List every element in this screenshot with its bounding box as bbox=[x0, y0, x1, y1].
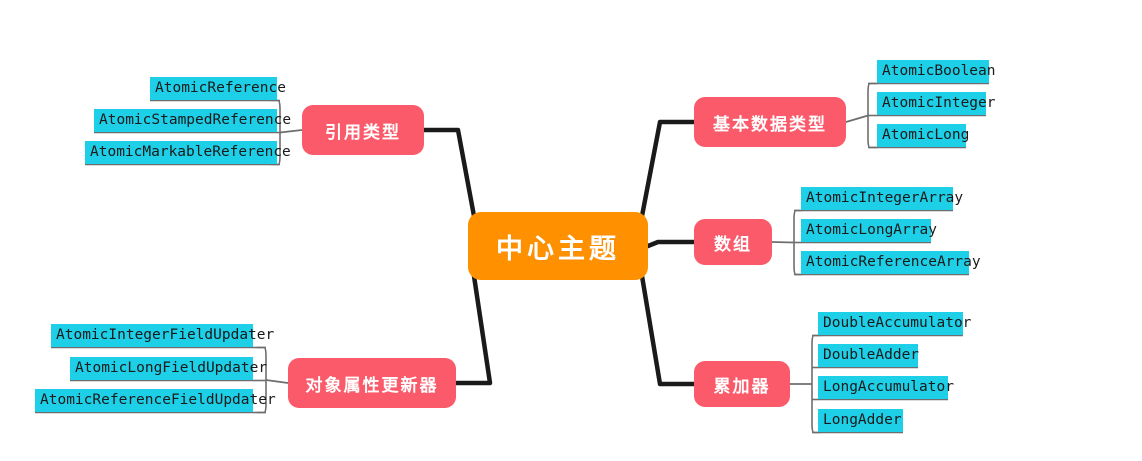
leaf-label: AtomicIntegerFieldUpdater bbox=[56, 327, 275, 343]
leaf-reference-types-1[interactable]: AtomicStampedReference bbox=[94, 109, 291, 132]
leaf-primitive-types-2[interactable]: AtomicLong bbox=[877, 124, 970, 147]
leaf-field-updaters-1[interactable]: AtomicLongFieldUpdater bbox=[70, 357, 267, 380]
leaf-label: DoubleAdder bbox=[823, 347, 920, 363]
branch-to-bracket-primitive-types bbox=[845, 114, 869, 123]
leaf-accumulators-0[interactable]: DoubleAccumulator bbox=[818, 312, 971, 335]
leaf-label: AtomicBoolean bbox=[882, 63, 996, 79]
branch-node-label: 对象属性更新器 bbox=[305, 375, 439, 396]
leaf-bracket-primitive-types bbox=[867, 82, 877, 149]
leaf-accumulators-1[interactable]: DoubleAdder bbox=[818, 344, 920, 367]
central-topic-label: 中心主题 bbox=[496, 233, 620, 265]
leaf-primitive-types-0[interactable]: AtomicBoolean bbox=[877, 60, 996, 83]
leaf-reference-types-2[interactable]: AtomicMarkableReference bbox=[85, 141, 291, 164]
branch-node-field-updaters[interactable]: 对象属性更新器 bbox=[288, 358, 456, 408]
branch-node-label: 基本数据类型 bbox=[713, 114, 827, 135]
connector-center-to-primitive-types bbox=[639, 119, 697, 219]
leaf-label: LongAccumulator bbox=[823, 379, 954, 395]
connector-center-to-arrays bbox=[645, 239, 697, 249]
leaf-accumulators-3[interactable]: LongAdder bbox=[818, 409, 903, 432]
leaf-label: DoubleAccumulator bbox=[823, 315, 972, 331]
branch-node-arrays[interactable]: 数组 bbox=[694, 219, 772, 265]
leaf-arrays-0[interactable]: AtomicIntegerArray bbox=[801, 187, 963, 210]
leaf-label: AtomicReference bbox=[155, 80, 286, 96]
branch-to-bracket-reference-types bbox=[279, 129, 303, 134]
leaf-arrays-1[interactable]: AtomicLongArray bbox=[801, 219, 937, 242]
leaf-reference-types-0[interactable]: AtomicReference bbox=[150, 77, 286, 100]
connector-center-to-reference-types bbox=[421, 127, 477, 219]
leaf-label: AtomicLong bbox=[882, 127, 970, 143]
leaf-label: AtomicReferenceFieldUpdater bbox=[40, 392, 276, 408]
leaf-label: AtomicReferenceArray bbox=[806, 254, 981, 270]
branch-node-label: 数组 bbox=[714, 234, 752, 255]
leaf-label: AtomicLongArray bbox=[806, 222, 937, 238]
branch-node-accumulators[interactable]: 累加器 bbox=[694, 361, 790, 407]
leaf-label: AtomicLongFieldUpdater bbox=[75, 360, 268, 376]
connector-center-to-accumulators bbox=[639, 273, 697, 387]
leaf-label: AtomicInteger bbox=[882, 95, 996, 111]
leaf-label: AtomicMarkableReference bbox=[90, 144, 291, 160]
central-topic-node[interactable]: 中心主题 bbox=[468, 212, 648, 280]
leaf-accumulators-2[interactable]: LongAccumulator bbox=[818, 376, 954, 399]
branch-node-label: 引用类型 bbox=[325, 122, 401, 143]
leaf-primitive-types-1[interactable]: AtomicInteger bbox=[877, 92, 996, 115]
branch-node-primitive-types[interactable]: 基本数据类型 bbox=[694, 97, 846, 147]
connector-center-to-field-updaters bbox=[453, 273, 493, 386]
leaf-label: LongAdder bbox=[823, 412, 902, 428]
leaf-label: AtomicIntegerArray bbox=[806, 190, 964, 206]
branch-to-bracket-field-updaters bbox=[265, 379, 289, 384]
leaf-field-updaters-2[interactable]: AtomicReferenceFieldUpdater bbox=[35, 389, 276, 412]
branch-node-label: 累加器 bbox=[713, 376, 771, 397]
leaf-arrays-2[interactable]: AtomicReferenceArray bbox=[801, 251, 981, 274]
leaf-field-updaters-0[interactable]: AtomicIntegerFieldUpdater bbox=[51, 324, 274, 347]
branch-node-reference-types[interactable]: 引用类型 bbox=[302, 105, 424, 155]
leaf-label: AtomicStampedReference bbox=[99, 112, 292, 128]
branch-to-bracket-arrays bbox=[771, 241, 795, 244]
